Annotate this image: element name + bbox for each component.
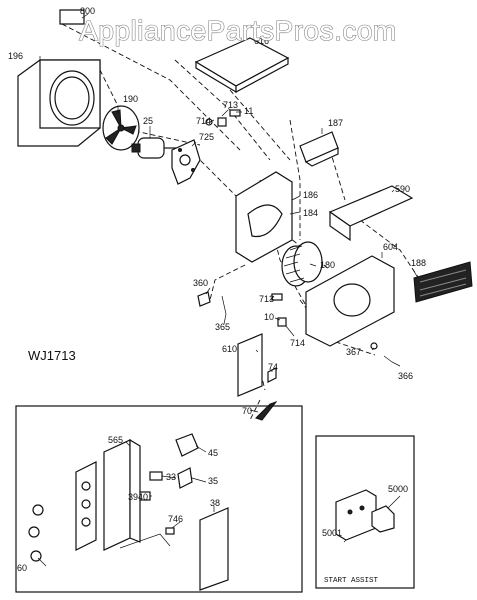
label-713a: 713 <box>223 100 238 110</box>
part-196-casing <box>17 9 101 147</box>
part-180-blower-wheel <box>281 241 323 287</box>
part-190-fan-blade <box>102 105 140 151</box>
leader-lines <box>37 13 419 567</box>
label-610: 610 <box>222 344 237 354</box>
start-assist-parts <box>335 489 395 541</box>
watermark: AppliancePartsPros.com <box>79 15 397 46</box>
label-11: 11 <box>244 106 253 116</box>
label-360: 360 <box>193 278 208 288</box>
label-5000: 5000 <box>388 484 408 494</box>
label-800: 800 <box>80 6 95 16</box>
part-184-186-scroll <box>235 171 293 263</box>
label-60: 60 <box>17 563 27 573</box>
label-196: 196 <box>8 51 23 61</box>
control-panel-box <box>15 405 303 593</box>
part-713-714-11-hardware <box>205 109 241 127</box>
label-366: 366 <box>398 371 413 381</box>
label-38: 38 <box>210 498 220 508</box>
label-190: 190 <box>123 94 138 104</box>
label-184: 184 <box>303 208 318 218</box>
start-assist-box <box>315 435 415 589</box>
label-714a: 714 <box>196 116 211 126</box>
part-604-orifice-panel <box>305 255 395 347</box>
label-590: 590 <box>395 184 410 194</box>
label-45: 45 <box>208 448 218 458</box>
label-10: 10 <box>264 312 274 322</box>
control-panel-parts <box>28 433 229 591</box>
label-180: 180 <box>320 260 335 270</box>
label-565: 565 <box>108 435 123 445</box>
part-616-top-cover <box>194 37 290 94</box>
label-35: 35 <box>208 476 218 486</box>
label-616: 616 <box>254 36 269 46</box>
part-188-grille-strip <box>413 261 473 303</box>
part-187-bracket <box>299 131 339 167</box>
label-74: 74 <box>268 362 278 372</box>
label-746: 746 <box>168 514 183 524</box>
label-188: 188 <box>411 258 426 268</box>
label-725: 725 <box>199 132 214 142</box>
part-590-panel <box>328 185 414 242</box>
diagram-code: WJ1713 <box>28 348 76 363</box>
label-186: 186 <box>303 190 318 200</box>
label-3940: 3940 <box>128 492 148 502</box>
inset-caption: START ASSIST <box>324 577 379 585</box>
label-187: 187 <box>328 118 343 128</box>
label-714b: 714 <box>290 338 305 348</box>
part-labels: 800 196 616 190 25 713 714 11 725 187 18… <box>8 6 426 573</box>
label-70: 70 <box>242 406 252 416</box>
label-713b: 713 <box>259 294 274 304</box>
label-25: 25 <box>143 116 153 126</box>
label-367: 367 <box>346 347 361 357</box>
label-5001: 5001 <box>322 528 342 538</box>
part-25-motor <box>131 137 178 159</box>
label-604: 604 <box>383 242 398 252</box>
parts-small-hardware <box>197 291 401 367</box>
part-725-motor-mount <box>171 139 201 185</box>
label-33: 33 <box>166 472 176 482</box>
label-365: 365 <box>215 322 230 332</box>
